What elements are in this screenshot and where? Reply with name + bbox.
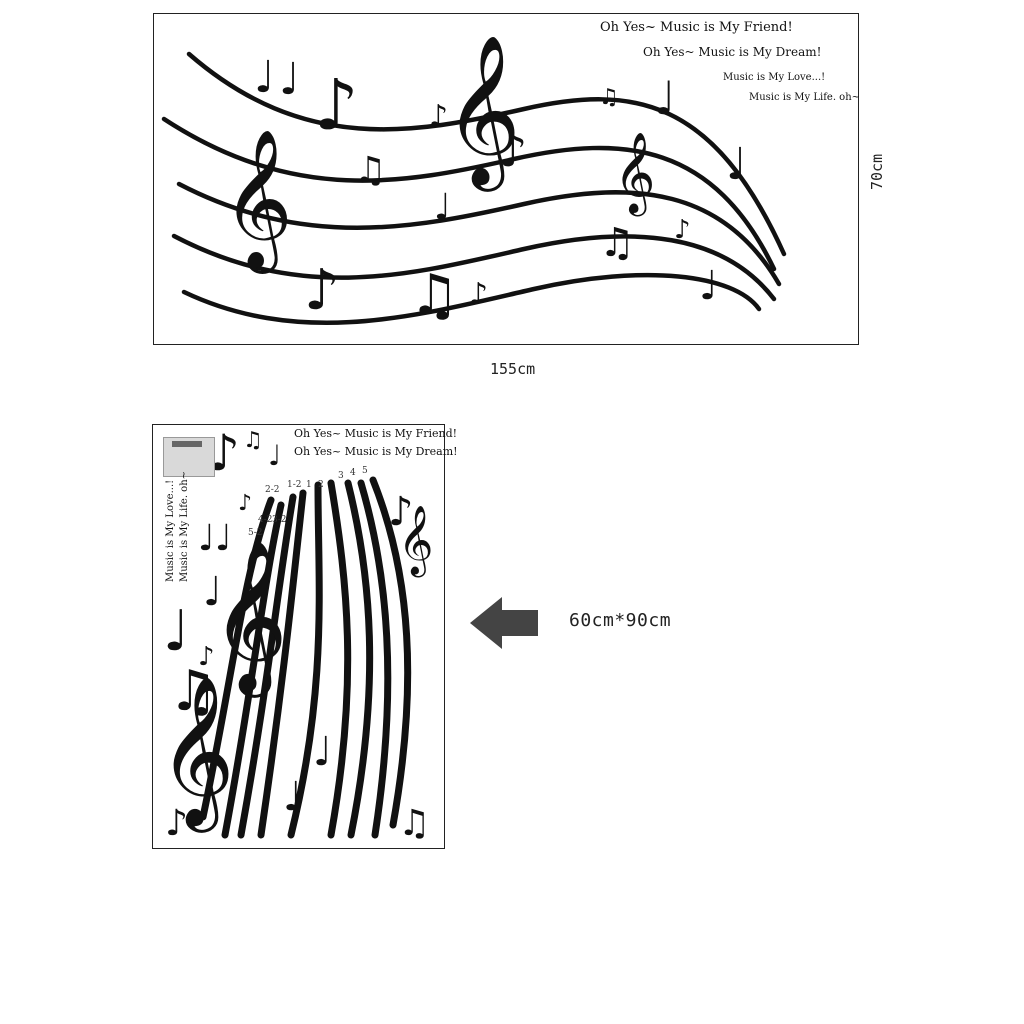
arrow-left-icon bbox=[470, 597, 538, 649]
beamed-notes-icon: ♫ bbox=[354, 150, 386, 191]
staff-line-3 bbox=[176, 181, 782, 287]
strip-number: 5-2 bbox=[248, 528, 263, 538]
top-lyric-line-4: Music is My Life. oh~ bbox=[749, 92, 861, 103]
top-wall-decal-panel: 𝄞 𝄞 𝄞 ♩ ♩ ♪ ♫ ♪ ♩ ♪ ♫ ♩ ♩ ♫ ♪ ♩ ♪ ♫ ♪ bbox=[153, 13, 859, 345]
treble-clef-icon: 𝄞 bbox=[444, 33, 521, 192]
quarter-note-icon: ♪ bbox=[314, 64, 359, 146]
beamed-notes-icon: ♫ bbox=[243, 428, 263, 453]
quarter-note-icon: ♩ bbox=[283, 774, 302, 820]
quarter-note-icon: ♩ bbox=[268, 439, 281, 472]
eighth-note-icon: ♪ bbox=[238, 491, 252, 516]
music-staff-wave-art: 𝄞 𝄞 𝄞 ♩ ♩ ♪ ♫ ♪ ♩ ♪ ♫ ♩ ♩ ♫ ♪ ♩ ♪ ♫ ♪ bbox=[161, 33, 787, 328]
strip-number: 2 bbox=[318, 480, 324, 490]
beamed-notes-icon: ♫ bbox=[409, 263, 459, 328]
bottom-decal-sheet-panel: ♪ ♫ ♩ ♪ ♩ ♩ ♩ 𝄞 ♩ ♪ ♫ 𝄞 ♪ ♪ 𝄞 ♩ ♩ ♫ bbox=[152, 424, 445, 849]
strip-line bbox=[357, 479, 392, 839]
bottom-lyric-line-1: Oh Yes~ Music is My Friend! bbox=[294, 427, 458, 440]
eighth-note-icon: ♪ bbox=[674, 215, 691, 245]
strip-line bbox=[237, 493, 297, 839]
beamed-notes-icon: ♫ bbox=[599, 85, 619, 110]
top-lyric-line-1: Oh Yes~ Music is My Friend! bbox=[600, 20, 793, 35]
eighth-note-icon: ♪ bbox=[304, 258, 340, 323]
quarter-note-icon: ♩ bbox=[654, 71, 676, 125]
quarter-note-icon: ♩ bbox=[699, 263, 718, 309]
eighth-note-icon: ♪ bbox=[469, 277, 488, 312]
quarter-note-icon: ♩ bbox=[726, 139, 747, 190]
strip-number: 1-2 bbox=[287, 480, 302, 490]
quarter-note-icon: ♩ bbox=[279, 54, 300, 105]
eighth-note-icon: ♪ bbox=[388, 489, 414, 535]
strip-number: 3-2 bbox=[272, 515, 287, 525]
strip-number: 1 bbox=[306, 480, 312, 490]
strip-line bbox=[327, 479, 352, 839]
treble-clef-icon: 𝄞 bbox=[211, 539, 288, 698]
side-lyric-line-1: Music is My Love...! bbox=[165, 479, 176, 582]
beamed-notes-icon: ♫ bbox=[398, 803, 430, 844]
quarter-note-icon: ♩ bbox=[203, 569, 222, 615]
quarter-note-icon: ♩ bbox=[254, 52, 275, 103]
strip-line bbox=[344, 479, 374, 839]
height-dimension-label: 70cm bbox=[868, 153, 886, 190]
staff-line-2 bbox=[161, 116, 777, 272]
strip-line bbox=[221, 501, 285, 839]
staff-line-4 bbox=[171, 233, 777, 302]
strip-line bbox=[369, 476, 412, 829]
strip-number: 2-2 bbox=[265, 485, 280, 495]
staff-line-1 bbox=[186, 51, 787, 257]
strip-line bbox=[257, 489, 307, 839]
beamed-notes-icon: ♫ bbox=[168, 659, 218, 724]
product-thumbnail bbox=[163, 437, 215, 477]
width-dimension-label: 155cm bbox=[490, 360, 536, 378]
treble-clef-icon: 𝄞 bbox=[614, 131, 655, 216]
staff-line-5 bbox=[181, 272, 762, 326]
sheet-size-label: 60cm*90cm bbox=[569, 610, 672, 631]
strip-line bbox=[287, 481, 323, 839]
side-lyric-line-2: Music is My Life. oh~ bbox=[179, 470, 190, 582]
eighth-note-icon: ♪ bbox=[165, 803, 188, 844]
treble-clef-icon: 𝄞 bbox=[398, 505, 433, 577]
strip-number: 5 bbox=[362, 466, 368, 476]
strip-number: 4 bbox=[350, 468, 356, 478]
bottom-lyric-line-2: Oh Yes~ Music is My Dream! bbox=[294, 445, 458, 458]
quarter-note-icon: ♩ bbox=[163, 599, 189, 664]
strip-line bbox=[199, 496, 275, 821]
beamed-notes-icon: ♫ bbox=[599, 220, 635, 266]
treble-clef-icon: 𝄞 bbox=[158, 674, 235, 833]
strip-number: 3 bbox=[338, 471, 344, 481]
decal-sheet-strips-art: ♪ ♫ ♩ ♪ ♩ ♩ ♩ 𝄞 ♩ ♪ ♫ 𝄞 ♪ ♪ 𝄞 ♩ ♩ ♫ bbox=[158, 425, 433, 844]
eighth-note-icon: ♪ bbox=[198, 642, 215, 672]
eighth-note-icon: ♪ bbox=[499, 126, 527, 177]
eighth-note-icon: ♪ bbox=[429, 99, 448, 134]
quarter-note-icon: ♩ bbox=[215, 518, 232, 559]
quarter-note-icon: ♩ bbox=[198, 518, 215, 559]
quarter-note-icon: ♩ bbox=[313, 729, 332, 775]
top-lyric-line-3: Music is My Love...! bbox=[723, 72, 826, 83]
strip-number: 4-2 bbox=[258, 515, 273, 525]
quarter-note-icon: ♩ bbox=[434, 187, 451, 228]
top-lyric-line-2: Oh Yes~ Music is My Dream! bbox=[643, 45, 822, 59]
treble-clef-icon: 𝄞 bbox=[222, 129, 293, 274]
